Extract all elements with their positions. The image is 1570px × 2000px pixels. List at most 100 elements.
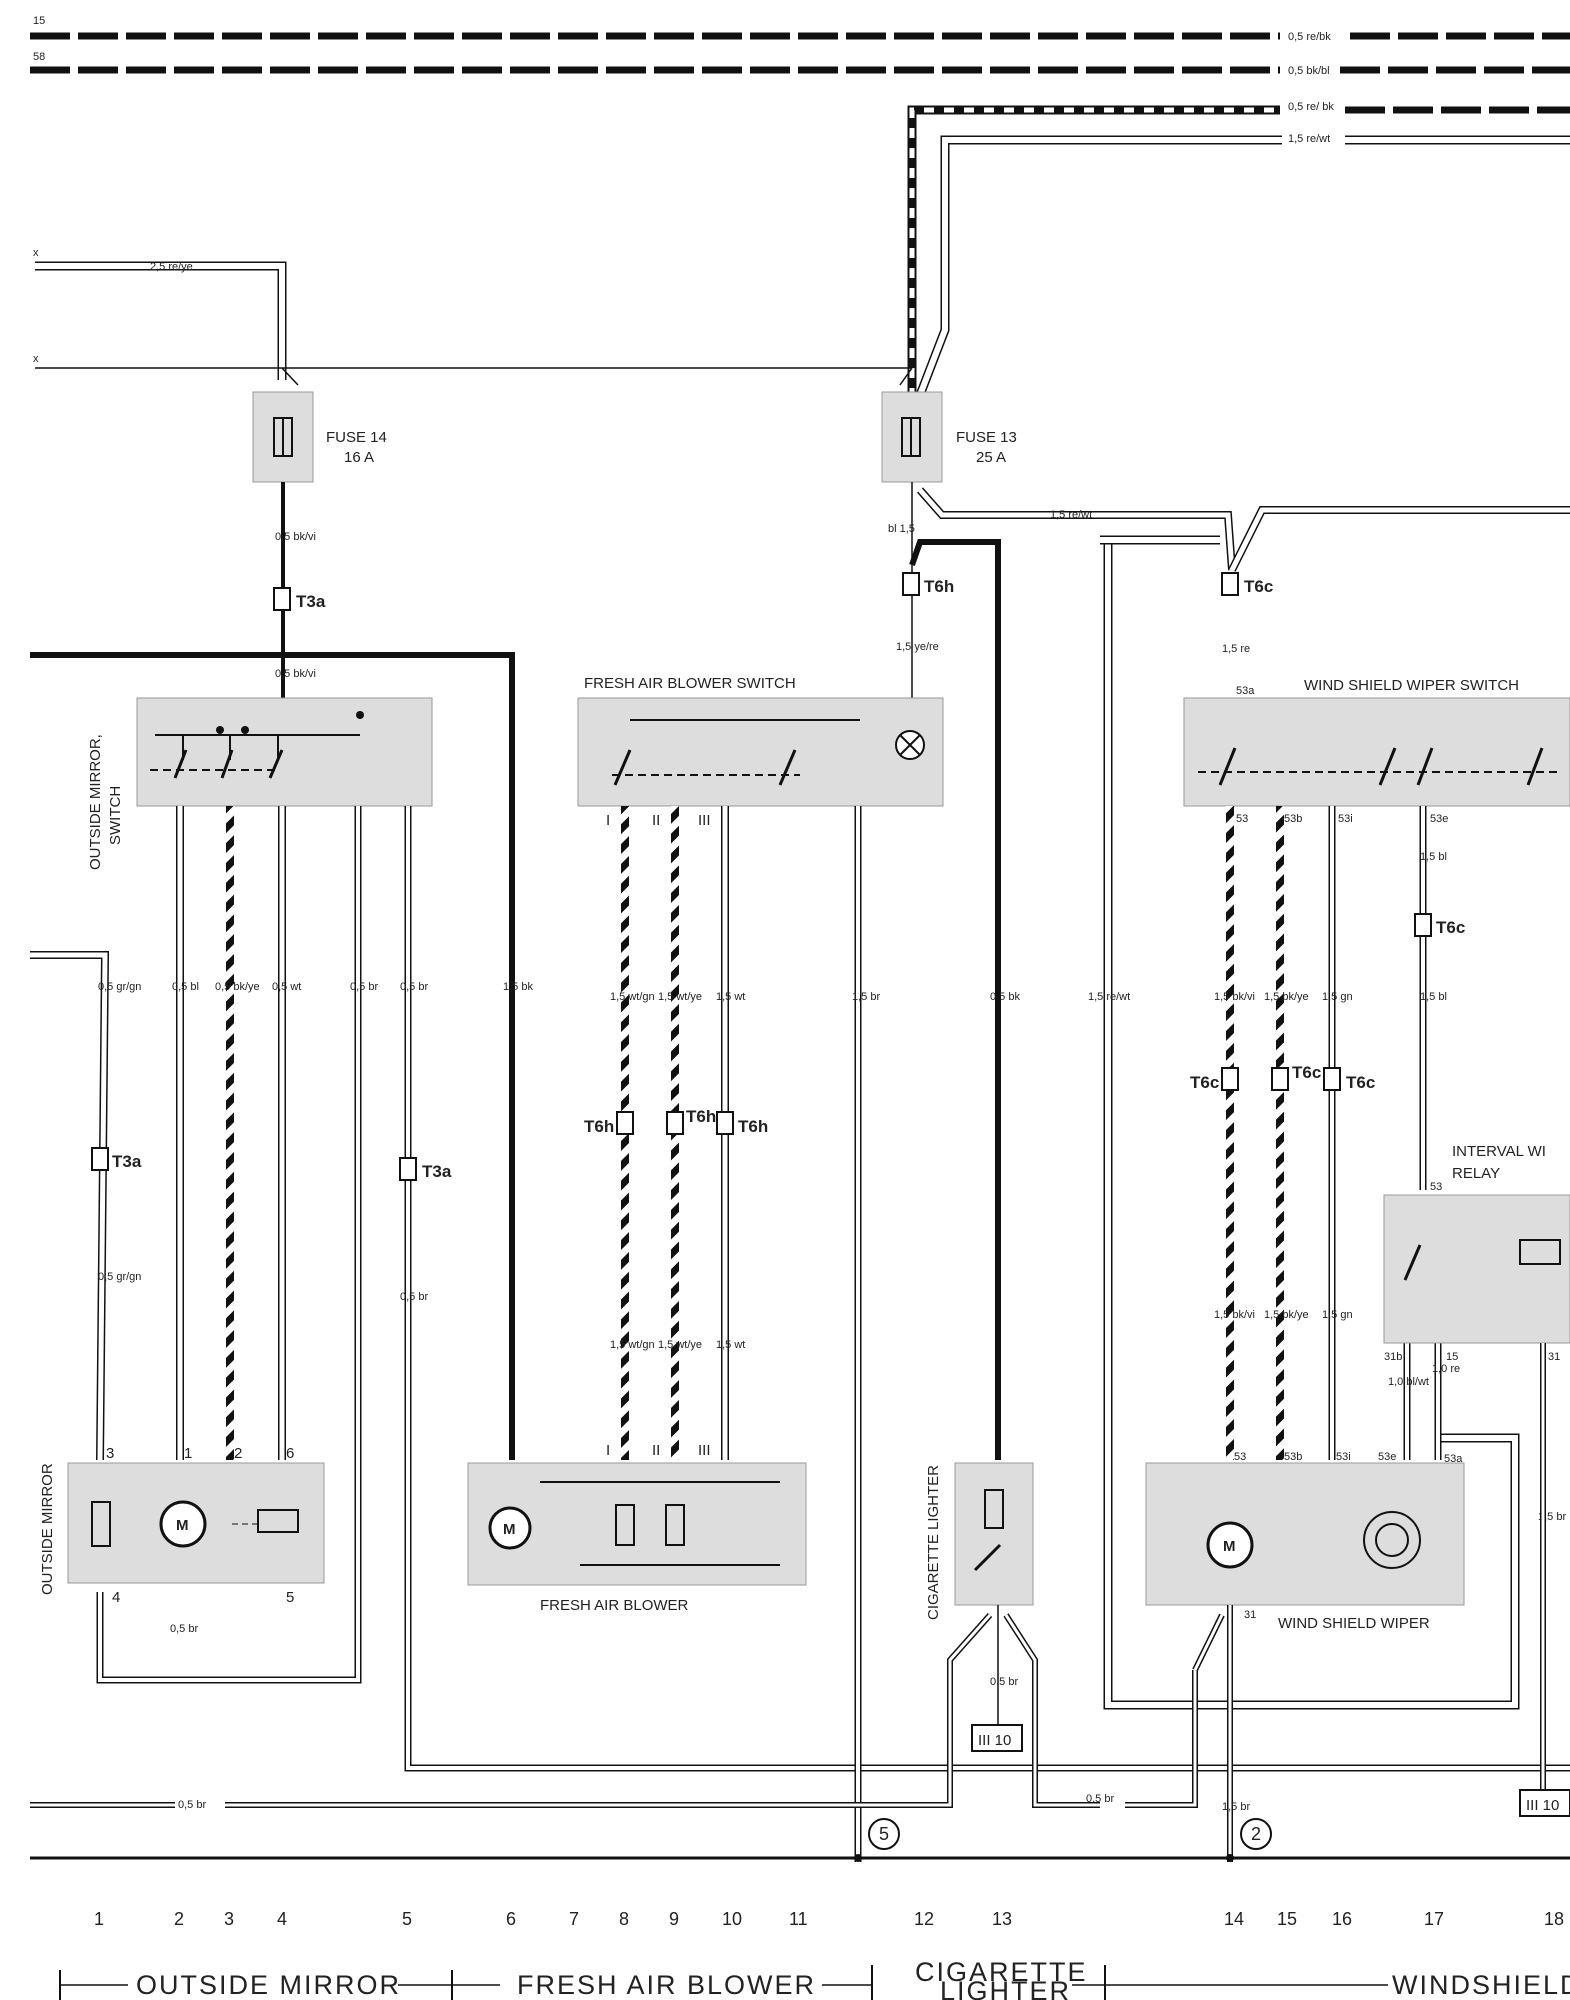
wiper-wires — [1226, 806, 1442, 1460]
terminal: 53 — [1236, 813, 1248, 825]
terminal: 31 — [1548, 1351, 1560, 1363]
wire-label: 1,5 bl — [1420, 851, 1447, 863]
wire-label: 1,5 bk/ye — [1264, 991, 1309, 1003]
svg-text:2: 2 — [1251, 1824, 1261, 1844]
wind-shield-wiper: M 53 53b 53i 53e 53a 31 WIND SHIELD WIPE… — [1145, 1451, 1465, 1632]
terminal: I — [606, 812, 610, 829]
wire-label: 0,5 br — [350, 981, 378, 993]
track-number: 10 — [722, 1909, 742, 1929]
wind-shield-wiper-label: WIND SHIELD WIPER — [1278, 1615, 1430, 1632]
wire-re-wt — [916, 487, 1570, 1710]
fuse-14: FUSE 14 16 A — [252, 391, 387, 483]
connector-t6c: T6c — [1323, 1067, 1375, 1092]
terminal: 15 — [1446, 1351, 1458, 1363]
ground-point: 2 — [1240, 1818, 1272, 1850]
wire-label: 1,5 wt — [716, 991, 745, 1003]
track-number: 6 — [506, 1909, 516, 1929]
top-wire-label: 1,5 re/wt — [1288, 133, 1330, 145]
top-wire-label: 0,5 re/bk — [1288, 31, 1331, 43]
connector-t6h: T6h — [584, 1111, 634, 1136]
track-number: 14 — [1224, 1909, 1244, 1929]
x-marker: x — [33, 247, 39, 259]
terminal: 5 — [286, 1589, 294, 1606]
terminal: 53i — [1336, 1451, 1351, 1463]
wire-label: 1,5 wt/gn — [610, 991, 655, 1003]
svg-text:T6h: T6h — [584, 1117, 614, 1136]
wire-label: 0,5 bk/ye — [215, 981, 260, 993]
terminal: III — [698, 1442, 711, 1459]
track-number: 16 — [1332, 1909, 1352, 1929]
section-label: OUTSIDE MIRROR — [136, 1970, 401, 2000]
track-number: 18 — [1544, 1909, 1564, 1929]
fuse-13: FUSE 13 25 A — [881, 391, 1017, 483]
fresh-air-blower-switch-label: FRESH AIR BLOWER SWITCH — [584, 675, 796, 692]
terminal: 31 — [1244, 1609, 1256, 1621]
terminal: III — [698, 812, 711, 829]
terminal: 53b — [1284, 1451, 1302, 1463]
cigarette-lighter: CIGARETTE LIGHTER — [925, 1462, 1034, 1620]
connector-t6c: T6c — [1221, 572, 1273, 596]
track-number: 8 — [619, 1909, 629, 1929]
wire-label: 1,5 re/wt — [1088, 991, 1130, 1003]
connector-t6c: T6c — [1271, 1063, 1321, 1091]
track-number: 11 — [789, 1909, 808, 1929]
svg-text:T6h: T6h — [686, 1107, 716, 1126]
section-label: FRESH AIR BLOWER — [517, 1970, 816, 2000]
terminal: 53a — [1236, 685, 1255, 697]
bus-58: 58 — [30, 51, 1570, 74]
wire-label: 1,5 ye/re — [896, 641, 939, 653]
svg-text:T6c: T6c — [1190, 1073, 1219, 1092]
terminal: I — [606, 1442, 610, 1459]
outside-mirror: M 3 1 2 6 4 5 OUTSIDE MIRROR — [39, 1445, 325, 1606]
wire-label: 1,5 bk/vi — [1214, 1309, 1255, 1321]
fuse-14-rating: 16 A — [344, 449, 374, 466]
top-wire-label: 0,5 bk/bl — [1288, 65, 1330, 77]
bus-58-label: 58 — [33, 51, 45, 63]
wire-label: 0,5 br — [178, 1799, 206, 1811]
wire-label: 1,5 bl — [1420, 991, 1447, 1003]
outside-mirror-label: OUTSIDE MIRROR — [39, 1463, 56, 1595]
svg-text:T6h: T6h — [738, 1117, 768, 1136]
wire-label: 1,5 wt/ye — [658, 991, 702, 1003]
bus-15-label: 15 — [33, 15, 45, 27]
terminal: 53i — [1338, 813, 1353, 825]
fresh-air-blower-label: FRESH AIR BLOWER — [540, 1597, 689, 1614]
svg-text:T6h: T6h — [924, 577, 954, 596]
ground-point: 5 — [868, 1818, 900, 1850]
track-number: 7 — [569, 1909, 579, 1929]
terminal: 1 — [184, 1445, 192, 1462]
wire-bk-lighter — [909, 539, 1001, 1460]
wire-label: 1,0 re — [1432, 1363, 1460, 1375]
wire-label: 0,5 br — [400, 1291, 428, 1303]
connector-t6h: T6h — [716, 1111, 768, 1136]
outside-mirror-wires — [30, 806, 1570, 1772]
cigarette-lighter-label: CIGARETTE LIGHTER — [925, 1465, 942, 1620]
wire-label: 0,5 br — [990, 1676, 1018, 1688]
wire-label: 1,5 re — [1222, 643, 1250, 655]
track-number: 3 — [224, 1909, 234, 1929]
outside-mirror-switch: OUTSIDE MIRROR,SWITCH — [87, 697, 433, 870]
track-number: 12 — [914, 1909, 934, 1929]
wire-label: 0,5 br — [1086, 1793, 1114, 1805]
wire-label: 1,5 bk/ye — [1264, 1309, 1309, 1321]
wire-label: 1,5 bk — [503, 981, 533, 993]
motor-icon: M — [503, 1521, 516, 1538]
wire-label: bl 1,5 — [888, 523, 915, 535]
terminal: 53 — [1234, 1451, 1246, 1463]
wire-label: 1,5 re/wt — [1050, 509, 1092, 521]
track-number: 2 — [174, 1909, 184, 1929]
connector-t6h: T6h — [902, 572, 954, 596]
outside-mirror-switch-label: OUTSIDE MIRROR,SWITCH — [87, 734, 124, 870]
terminal: 53 — [1430, 1181, 1442, 1193]
bus-15: 15 — [30, 15, 1570, 40]
svg-text:T6c: T6c — [1436, 918, 1465, 937]
wire-label: 0,5 gr/gn — [98, 981, 141, 993]
svg-text:T6c: T6c — [1346, 1073, 1375, 1092]
svg-text:T6c: T6c — [1244, 577, 1273, 596]
connector-t6c: T6c — [1190, 1067, 1239, 1092]
svg-text:III 10: III 10 — [1526, 1797, 1559, 1814]
svg-text:T3a: T3a — [422, 1162, 452, 1181]
terminal: 31b — [1384, 1351, 1402, 1363]
wire-label: 0,5 br — [170, 1623, 198, 1635]
